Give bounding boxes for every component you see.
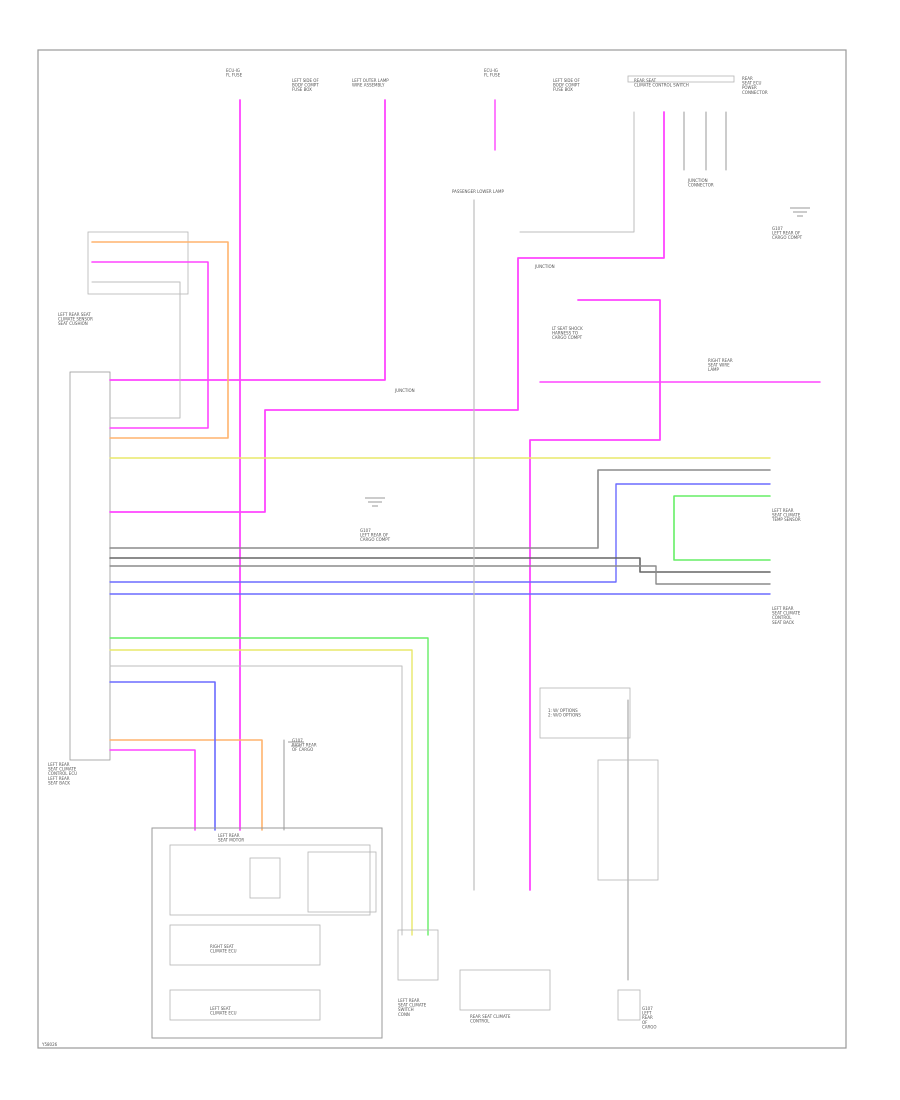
motor-inner-right (307, 851, 377, 913)
notes-box (539, 687, 631, 739)
ground-symbol-low (288, 741, 304, 747)
junction-mid-top-label: JUNCTION (394, 388, 415, 393)
wire-green-right (673, 495, 771, 561)
motor-inner-top (169, 844, 371, 916)
ground-symbol-mid (365, 497, 385, 507)
wire-pink-motor-feed (109, 749, 196, 831)
diagram-frame (37, 49, 847, 1049)
wire-yellow-lower (109, 649, 413, 936)
wire-light-center (109, 665, 403, 936)
wire-orange-motor (109, 739, 263, 831)
rear-seat-switch-top-box (627, 75, 735, 83)
wire-layer (91, 99, 821, 981)
wire-pink-lamp-top (109, 99, 386, 381)
wire-gray-c (109, 565, 771, 585)
junction-mid-label: JUNCTION (534, 264, 555, 269)
wire-pink-right-vertical (109, 111, 665, 513)
wire-green-lower (109, 637, 429, 936)
left-rear-seat-motor-box (151, 827, 383, 1039)
wire-gray-b (109, 557, 771, 573)
left-seat-switch-box (87, 231, 189, 295)
wire-pink-right-loop (529, 299, 661, 891)
wire-light-left-switch (91, 281, 181, 419)
right-seat-inner-box (169, 924, 321, 966)
footer-code: Y58026 (41, 1042, 58, 1047)
motor-inner-switch (249, 857, 281, 899)
ground-symbol-top-right (790, 207, 810, 217)
wire-light-top-right (519, 111, 635, 233)
relay-box (597, 759, 659, 881)
wire-blue-motor (109, 681, 216, 831)
wire-orange-left-switch (91, 241, 229, 439)
rear-seat-climate-box (459, 969, 551, 1011)
left-seat-inner-box (169, 989, 321, 1021)
left-rear-connector-box (397, 929, 439, 981)
wire-blue-top (109, 483, 771, 583)
bottom-right-motor (617, 989, 641, 1021)
wire-gray-a (109, 469, 771, 549)
left-rear-ecu-box (69, 371, 111, 761)
wire-pink-left-switch (91, 261, 209, 429)
passenger-lower-lamp-label: PASSENGER LOWER LAMP (452, 189, 504, 194)
